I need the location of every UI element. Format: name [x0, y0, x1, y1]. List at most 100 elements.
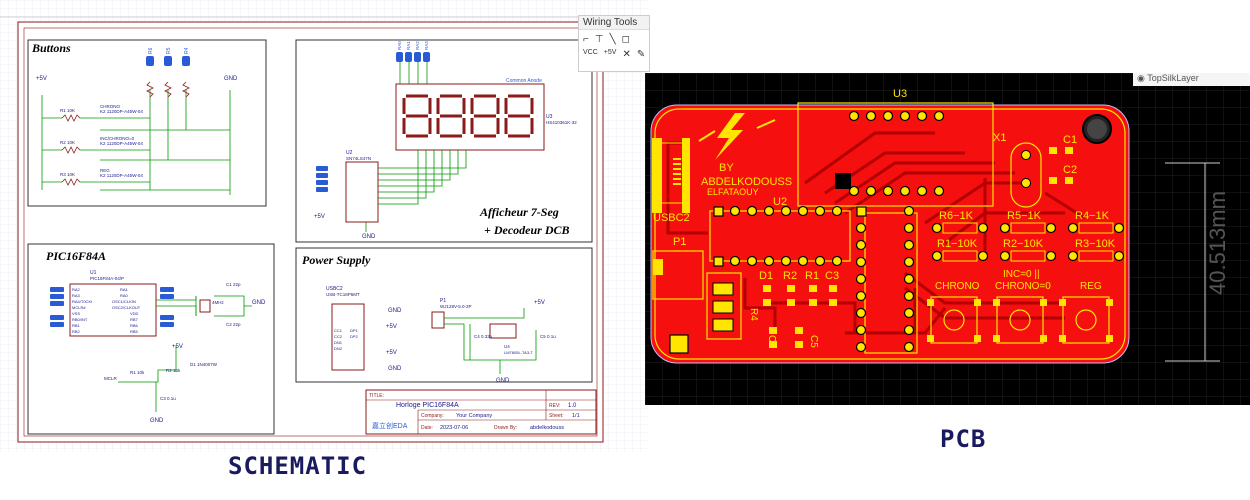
- bus-tool-icon[interactable]: ⊤: [594, 34, 604, 45]
- svg-text:40.513mm: 40.513mm: [1205, 191, 1230, 295]
- usb-connector: USBC2: [652, 138, 690, 224]
- wiring-tools-title: Wiring Tools: [579, 16, 649, 30]
- display-block: RA0 RA1 RA2 RA3 Common Anode U3 HS410361…: [295, 39, 593, 243]
- svg-text:OSC1/CLKIN: OSC1/CLKIN: [112, 299, 136, 304]
- schematic-title: Horloge PIC16F84A: [396, 402, 459, 409]
- svg-text:R2−10K: R2−10K: [1003, 238, 1044, 250]
- svg-text:4MHz: 4MHz: [212, 300, 225, 305]
- svg-text:R4: R4: [748, 308, 759, 321]
- noconnect-tool-icon[interactable]: ✕: [622, 49, 631, 60]
- display-title-1: Afficheur 7-Seg: [479, 205, 559, 219]
- svg-text:DP2: DP2: [350, 334, 359, 339]
- svg-text:DN1: DN1: [334, 340, 343, 345]
- svg-text:R4−1K: R4−1K: [1075, 210, 1110, 222]
- line-tool-icon[interactable]: ╲: [609, 34, 616, 45]
- svg-text:R1 10k: R1 10k: [130, 370, 145, 375]
- power-title: Power Supply: [302, 253, 371, 267]
- svg-text:R3−10K: R3−10K: [1075, 238, 1116, 250]
- svg-text:CHRONO=0: CHRONO=0: [995, 281, 1051, 292]
- svg-text:BY: BY: [719, 162, 734, 174]
- u1-footprint: [855, 205, 918, 354]
- layer-name: TopSilkLayer: [1147, 73, 1199, 83]
- svg-text:X1: X1: [993, 132, 1006, 144]
- sheet-border: [17, 21, 604, 443]
- svg-text:RA0: RA0: [120, 293, 129, 298]
- svg-text:R5−1K: R5−1K: [1007, 210, 1042, 222]
- svg-text:MCLR: MCLR: [104, 376, 118, 381]
- svg-text:C4 0.33u: C4 0.33u: [474, 334, 493, 339]
- svg-text:GND: GND: [362, 234, 376, 240]
- pcb-canvas[interactable]: U3 BY ABDELKODOUSS ELFATAOUY USBC2 U2: [645, 73, 1250, 405]
- svg-text:C3 0.1u: C3 0.1u: [160, 396, 176, 401]
- svg-text:C4: C4: [766, 335, 777, 348]
- svg-text:K2 1120DP-A45W-04: K2 1120DP-A45W-04: [100, 109, 143, 114]
- svg-text:RA1: RA1: [120, 287, 129, 292]
- schematic-caption: SCHEMATIC: [228, 452, 368, 480]
- svg-text:GND: GND: [388, 308, 402, 314]
- author-logo: BY ABDELKODOUSS ELFATAOUY: [698, 113, 792, 197]
- svg-text:Your Company: Your Company: [456, 413, 492, 419]
- title-block: TITLE: Horloge PIC16F84A REV: 1.0 Compan…: [365, 389, 597, 435]
- svg-text:RA4/T0CKI: RA4/T0CKI: [72, 299, 92, 304]
- wiring-tools-panel[interactable]: Wiring Tools ⌐ ⊤ ╲ ◻ VCC +5V ✕ ✎: [578, 15, 650, 72]
- schematic-canvas[interactable]: Buttons: [0, 0, 648, 452]
- plus5v-tool[interactable]: +5V: [603, 49, 617, 56]
- pcb-buttons: CHRONO INC=0 || CHRONO=0 REG: [927, 269, 1113, 344]
- svg-text:R2 10K: R2 10K: [60, 140, 75, 145]
- vcc-tool[interactable]: VCC: [583, 49, 598, 56]
- svg-text:DP1: DP1: [350, 328, 359, 333]
- svg-text:R5: R5: [166, 47, 172, 54]
- svg-text:RA0: RA0: [397, 41, 402, 50]
- svg-text:RB6: RB6: [130, 323, 139, 328]
- wire-tool-icon[interactable]: ⌐: [583, 34, 589, 45]
- svg-text:+5V: +5V: [386, 324, 397, 330]
- svg-text:+5V: +5V: [386, 350, 397, 356]
- u3-outline: [797, 102, 994, 207]
- svg-text:U3: U3: [546, 114, 553, 120]
- svg-text:2023-07-06: 2023-07-06: [440, 425, 468, 431]
- svg-text:R3 10K: R3 10K: [60, 172, 75, 177]
- svg-text:D1 1N4007W: D1 1N4007W: [190, 362, 218, 367]
- svg-text:Date:: Date:: [421, 425, 433, 431]
- svg-text:PIC16F84A-04/P: PIC16F84A-04/P: [90, 276, 124, 281]
- svg-text:K2 1120DP-A45W-04: K2 1120DP-A45W-04: [100, 173, 143, 178]
- svg-text:CHRONO: CHRONO: [100, 104, 120, 109]
- svg-text:Sheet:: Sheet:: [549, 413, 563, 419]
- svg-text:MCLR#: MCLR#: [72, 305, 86, 310]
- svg-text:R6: R6: [148, 47, 154, 54]
- svg-text:GND: GND: [224, 76, 238, 82]
- svg-text:SN74LS47N: SN74LS47N: [346, 156, 371, 161]
- svg-text:ABDELKODOUSS: ABDELKODOUSS: [701, 176, 792, 188]
- svg-text:D1: D1: [759, 270, 773, 282]
- netport-tool-icon[interactable]: ◻: [621, 34, 630, 45]
- resistor-array: R6−1K R5−1K R4−1K R1−10K R2−10K R3−10K: [937, 210, 1116, 250]
- svg-text:OSC2/CLKOUT: OSC2/CLKOUT: [112, 305, 141, 310]
- svg-text:RB0/INT: RB0/INT: [72, 317, 88, 322]
- easyeda-logo: 嘉立创EDA: [372, 421, 408, 430]
- svg-text:REV:: REV:: [549, 403, 560, 409]
- svg-text:U2: U2: [773, 196, 787, 208]
- pencil-tool-icon[interactable]: ✎: [636, 49, 646, 60]
- svg-text:USB-TC16P5MT: USB-TC16P5MT: [326, 292, 360, 297]
- svg-text:GND: GND: [150, 418, 164, 424]
- svg-text:C2 22p: C2 22p: [226, 322, 241, 327]
- pcb-caption: PCB: [940, 425, 987, 453]
- svg-text:INC/CHRONO=0: INC/CHRONO=0: [100, 136, 135, 141]
- pic-block: PIC16F84A U1 PIC16F84A-04/P RA2 RA3 RA4/…: [27, 243, 275, 435]
- svg-text:WJ128V-5.0-2P: WJ128V-5.0-2P: [440, 304, 472, 309]
- power-block: Power Supply USBC2 USB-TC16P5MT CC1 CC2 …: [295, 247, 593, 384]
- svg-text:C1: C1: [1063, 134, 1077, 146]
- svg-text:VDD: VDD: [130, 311, 139, 316]
- svg-text:RB7: RB7: [130, 317, 139, 322]
- svg-text:K2 1120DP-A45W-04: K2 1120DP-A45W-04: [100, 141, 143, 146]
- svg-text:GND: GND: [496, 378, 510, 384]
- eye-icon[interactable]: ◉: [1137, 73, 1145, 83]
- svg-text:+5V: +5V: [534, 300, 545, 306]
- svg-text:RB5: RB5: [130, 329, 139, 334]
- svg-text:R4: R4: [184, 47, 190, 54]
- svg-text:U4: U4: [504, 344, 510, 349]
- svg-text:REG: REG: [100, 168, 110, 173]
- layer-indicator[interactable]: ◉ TopSilkLayer: [1133, 73, 1250, 86]
- svg-text:REG: REG: [1080, 281, 1102, 292]
- svg-text:U1: U1: [90, 270, 97, 276]
